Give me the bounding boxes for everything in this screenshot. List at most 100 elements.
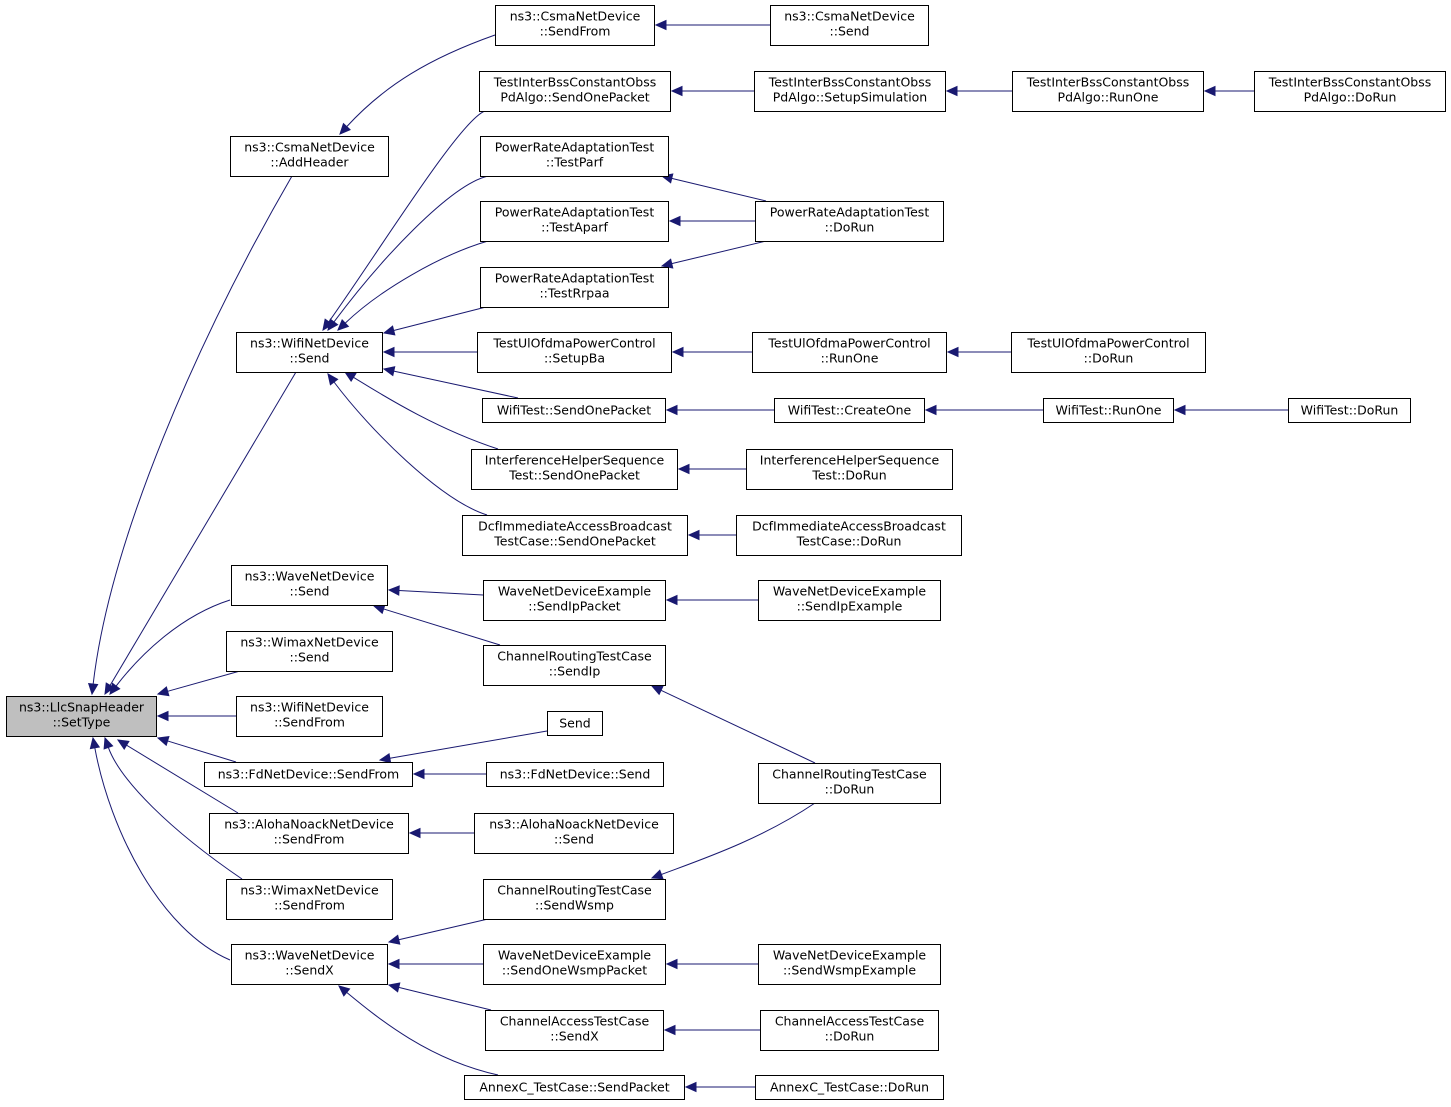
node-box	[480, 267, 669, 308]
node-label-line: ChannelAccessTestCase	[775, 1014, 925, 1029]
node-root[interactable]: ns3::LlcSnapHeader::SetType	[6, 696, 157, 737]
node-ihs-sendone[interactable]: InterferenceHelperSequenceTest::SendOneP…	[471, 449, 678, 490]
node-cat-sendx[interactable]: ChannelAccessTestCase::SendX	[485, 1010, 664, 1051]
node-csma-sendfrom[interactable]: ns3::CsmaNetDevice::SendFrom	[495, 5, 655, 46]
node-label-line: ns3::CsmaNetDevice	[784, 9, 915, 24]
arrowhead	[116, 739, 130, 750]
arrowhead	[337, 318, 350, 331]
node-label-line: ChannelRoutingTestCase	[772, 767, 927, 782]
edge-wimax_sendfrom-to-root	[103, 736, 243, 880]
arrowhead	[109, 682, 121, 695]
arrowhead	[387, 958, 400, 970]
node-label-line: ns3::WaveNetDevice	[245, 569, 375, 584]
node-wave-sendx[interactable]: ns3::WaveNetDevice::SendX	[231, 944, 388, 985]
node-annexc-send[interactable]: AnnexC_TestCase::SendPacket	[464, 1075, 685, 1100]
node-tib-sendone[interactable]: TestInterBssConstantObssPdAlgo::SendOneP…	[479, 71, 671, 112]
edge-line	[660, 689, 816, 764]
node-pra-parf[interactable]: PowerRateAdaptationTest::TestParf	[480, 136, 669, 177]
node-label-line: ns3::WimaxNetDevice	[240, 883, 379, 898]
node-label-line: ::SendIpExample	[797, 599, 903, 614]
edge-wave_send-to-root	[109, 599, 231, 695]
edge-line	[353, 376, 499, 450]
node-label-line: ::SendIp	[549, 664, 601, 679]
node-box	[495, 5, 655, 46]
node-pra-aparf[interactable]: PowerRateAdaptationTest::TestAparf	[480, 201, 669, 242]
node-crt-sendwsmp[interactable]: ChannelRoutingTestCase::SendWsmp	[483, 879, 666, 920]
arrowhead	[650, 685, 664, 696]
node-wt-dorun[interactable]: WifiTest::DoRun	[1288, 398, 1411, 423]
node-annexc-dorun[interactable]: AnnexC_TestCase::DoRun	[755, 1075, 944, 1100]
node-label-line: WaveNetDeviceExample	[498, 584, 652, 599]
node-send[interactable]: Send	[547, 711, 603, 736]
node-label-line: ::SendWsmpExample	[783, 963, 916, 978]
node-aloha-sendfrom[interactable]: ns3::AlohaNoackNetDevice::SendFrom	[209, 813, 409, 854]
node-box	[471, 449, 678, 490]
node-dcf-sendone[interactable]: DcfImmediateAccessBroadcastTestCase::Sen…	[462, 515, 688, 556]
node-crt-sendip[interactable]: ChannelRoutingTestCase::SendIp	[483, 645, 666, 686]
node-fd-send[interactable]: ns3::FdNetDevice::Send	[486, 762, 664, 787]
arrowhead	[665, 404, 678, 416]
node-wt-sendone[interactable]: WifiTest::SendOnePacket	[482, 398, 666, 423]
node-wnde-sendwsmp[interactable]: WaveNetDeviceExample::SendOneWsmpPacket	[483, 944, 666, 985]
arrowhead	[378, 753, 392, 764]
edge-line	[92, 175, 293, 685]
node-wnde-sendwsmpex[interactable]: WaveNetDeviceExample::SendWsmpExample	[758, 944, 941, 985]
edge-line	[393, 370, 519, 399]
edge-line	[94, 747, 231, 961]
node-label-line: ::AddHeader	[270, 155, 349, 170]
node-pra-dorun[interactable]: PowerRateAdaptationTest::DoRun	[755, 201, 944, 242]
node-label-line: ::TestParf	[546, 155, 604, 170]
arrowhead	[89, 736, 101, 750]
node-label-line: TestUlOfdmaPowerControl	[1026, 336, 1189, 351]
arrowhead	[687, 529, 700, 541]
node-label-line: ::Send	[290, 584, 330, 599]
node-wave-send[interactable]: ns3::WaveNetDevice::Send	[231, 565, 388, 606]
node-csma-addheader[interactable]: ns3::CsmaNetDevice::AddHeader	[230, 136, 389, 177]
node-label-line: WifiTest::CreateOne	[788, 403, 912, 418]
node-label-line: ::RunOne	[821, 351, 879, 366]
edge-crt_dorun-to-crt_sendip	[650, 685, 816, 764]
edge-wifi_send-to-root	[104, 371, 297, 696]
node-aloha-send[interactable]: ns3::AlohaNoackNetDevice::Send	[474, 813, 674, 854]
arrowhead	[387, 934, 401, 945]
node-box	[231, 565, 388, 606]
node-pra-rrpaa[interactable]: PowerRateAdaptationTest::TestRrpaa	[480, 267, 669, 308]
edge-line	[393, 306, 487, 332]
node-wifi-sendfrom[interactable]: ns3::WifiNetDevice::SendFrom	[236, 696, 383, 737]
arrowhead	[156, 736, 170, 747]
node-label-line: ChannelRoutingTestCase	[497, 649, 652, 664]
node-wnde-sendipex[interactable]: WaveNetDeviceExample::SendIpExample	[758, 580, 941, 621]
node-cat-dorun[interactable]: ChannelAccessTestCase::DoRun	[760, 1010, 939, 1051]
node-wimax-sendfrom[interactable]: ns3::WimaxNetDevice::SendFrom	[226, 879, 393, 920]
node-wt-runone[interactable]: WifiTest::RunOne	[1043, 398, 1174, 423]
node-label-line: ns3::CsmaNetDevice	[510, 9, 641, 24]
node-crt-dorun[interactable]: ChannelRoutingTestCase::DoRun	[758, 763, 941, 804]
node-tul-dorun[interactable]: TestUlOfdmaPowerControl::DoRun	[1011, 332, 1206, 373]
node-wt-createone[interactable]: WifiTest::CreateOne	[774, 398, 925, 423]
node-tul-setupba[interactable]: TestUlOfdmaPowerControl::SetupBa	[477, 332, 672, 373]
arrowhead	[663, 1024, 676, 1036]
edge-line	[126, 744, 239, 814]
node-fd-sendfrom[interactable]: ns3::FdNetDevice::SendFrom	[204, 762, 413, 787]
node-box	[1012, 71, 1204, 112]
node-wifi-send[interactable]: ns3::WifiNetDevice::Send	[236, 332, 383, 373]
node-tib-setup[interactable]: TestInterBssConstantObssPdAlgo::SetupSim…	[754, 71, 946, 112]
node-label-line: AnnexC_TestCase::DoRun	[770, 1080, 929, 1095]
edge-line	[389, 730, 548, 759]
edge-aloha_sendfrom-to-root	[116, 739, 239, 814]
node-csma-send[interactable]: ns3::CsmaNetDevice::Send	[770, 5, 929, 46]
edge-wt_dorun-to-wt_runone	[1173, 404, 1288, 416]
edge-wimax_send-to-root	[156, 670, 241, 697]
node-wimax-send[interactable]: ns3::WimaxNetDevice::Send	[226, 631, 393, 672]
node-wnde-sendip[interactable]: WaveNetDeviceExample::SendIpPacket	[483, 580, 666, 621]
node-label-line: PdAlgo::SendOnePacket	[500, 90, 649, 105]
node-box	[758, 763, 941, 804]
node-dcf-dorun[interactable]: DcfImmediateAccessBroadcastTestCase::DoR…	[736, 515, 962, 556]
node-tul-runone[interactable]: TestUlOfdmaPowerControl::RunOne	[752, 332, 947, 373]
edge-line	[661, 802, 816, 875]
edge-pra_dorun-to-pra_aparf	[668, 215, 755, 227]
edge-send-to-fd_sendfrom	[378, 730, 548, 764]
